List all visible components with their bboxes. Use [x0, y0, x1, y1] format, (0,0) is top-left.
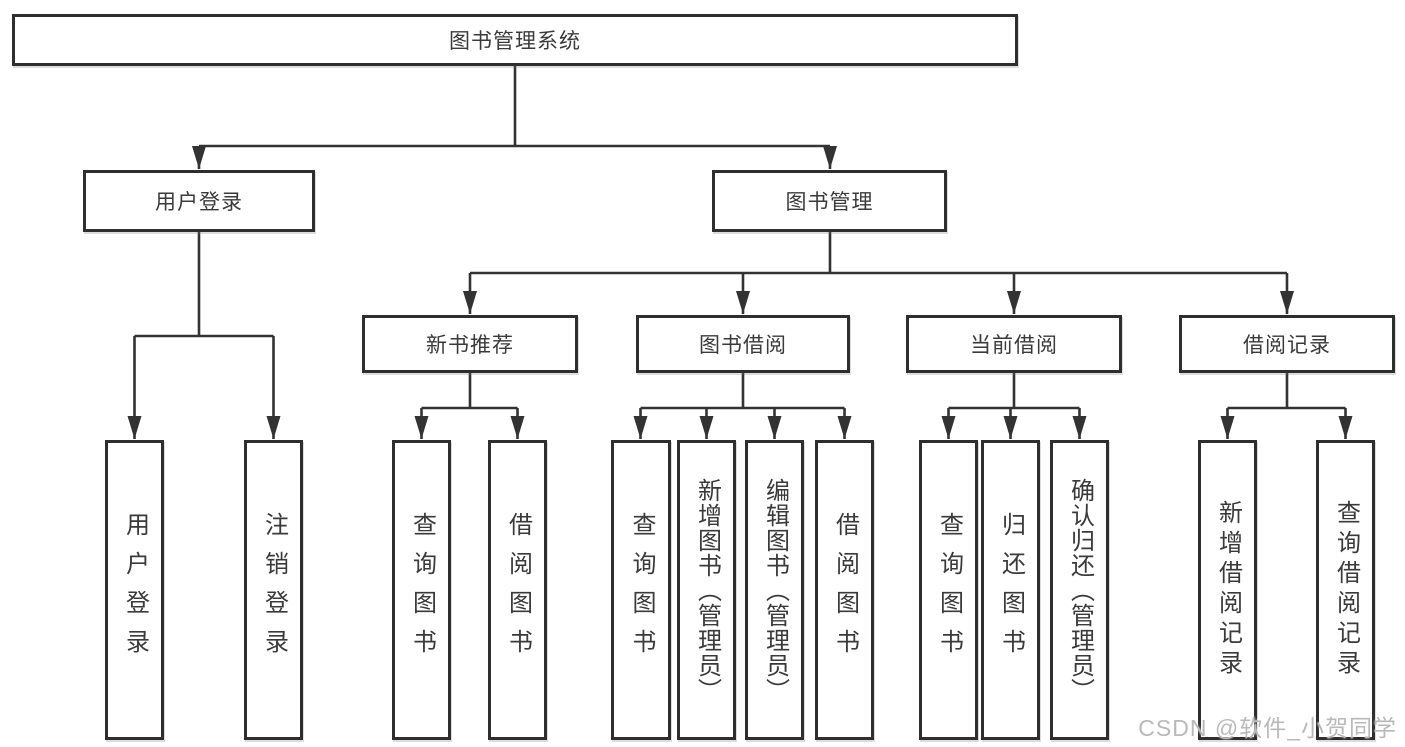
node-label: 新增借阅记录	[1214, 500, 1242, 680]
node-label: 图书借阅	[699, 334, 787, 357]
leaf-add-book-admin: 新增图书（管理员）	[677, 440, 736, 740]
node-label: 图书管理系统	[449, 30, 581, 53]
node-label: 新书推荐	[426, 334, 514, 357]
node-new-book-recommend: 新书推荐	[362, 315, 578, 373]
node-book-management-branch: 图书管理	[712, 170, 947, 232]
leaf-query-books-current: 查询图书	[919, 440, 978, 740]
node-label: 查询借阅记录	[1332, 500, 1360, 680]
leaf-edit-book-admin: 编辑图书（管理员）	[745, 440, 804, 740]
csdn-watermark: CSDN @软件_小贺同学	[1138, 715, 1397, 741]
node-book-borrow: 图书借阅	[636, 315, 850, 373]
leaf-borrow-books: 借阅图书	[815, 440, 874, 740]
node-label: 借阅图书	[504, 512, 532, 668]
node-label: 用户登录	[155, 191, 243, 214]
leaf-logout: 注销登录	[244, 440, 303, 740]
node-label: 注销登录	[260, 512, 288, 668]
node-label: 归还图书	[997, 512, 1025, 668]
leaf-add-borrow-record: 新增借阅记录	[1198, 440, 1257, 740]
node-borrow-records: 借阅记录	[1179, 315, 1395, 373]
leaf-query-books-recommend: 查询图书	[392, 440, 451, 740]
node-label: 查询图书	[935, 512, 963, 668]
tree-edges	[134, 64, 1346, 410]
node-label: 确认归还（管理员）	[1066, 477, 1094, 703]
node-label: 查询图书	[628, 512, 655, 668]
node-label: 查询图书	[408, 512, 436, 668]
node-current-borrow: 当前借阅	[906, 315, 1122, 373]
leaf-user-login: 用户登录	[105, 440, 164, 740]
leaf-confirm-return-admin: 确认归还（管理员）	[1050, 440, 1109, 740]
node-label: 用户登录	[121, 512, 149, 668]
node-label: 新增图书（管理员）	[693, 477, 721, 703]
leaf-borrow-books-recommend: 借阅图书	[488, 440, 547, 740]
node-root: 图书管理系统	[12, 14, 1018, 66]
leaf-query-books-borrow: 查询图书	[611, 440, 671, 740]
leaf-query-borrow-record: 查询借阅记录	[1316, 440, 1375, 740]
node-label: 图书管理	[785, 191, 874, 214]
leaf-return-book: 归还图书	[981, 440, 1040, 740]
node-label: 当前借阅	[970, 334, 1058, 357]
node-user-login-branch: 用户登录	[83, 170, 315, 232]
node-label: 借阅记录	[1243, 334, 1331, 357]
node-label: 借阅图书	[831, 512, 859, 668]
node-label: 编辑图书（管理员）	[761, 477, 789, 703]
arrow-edges	[127, 146, 1353, 439]
